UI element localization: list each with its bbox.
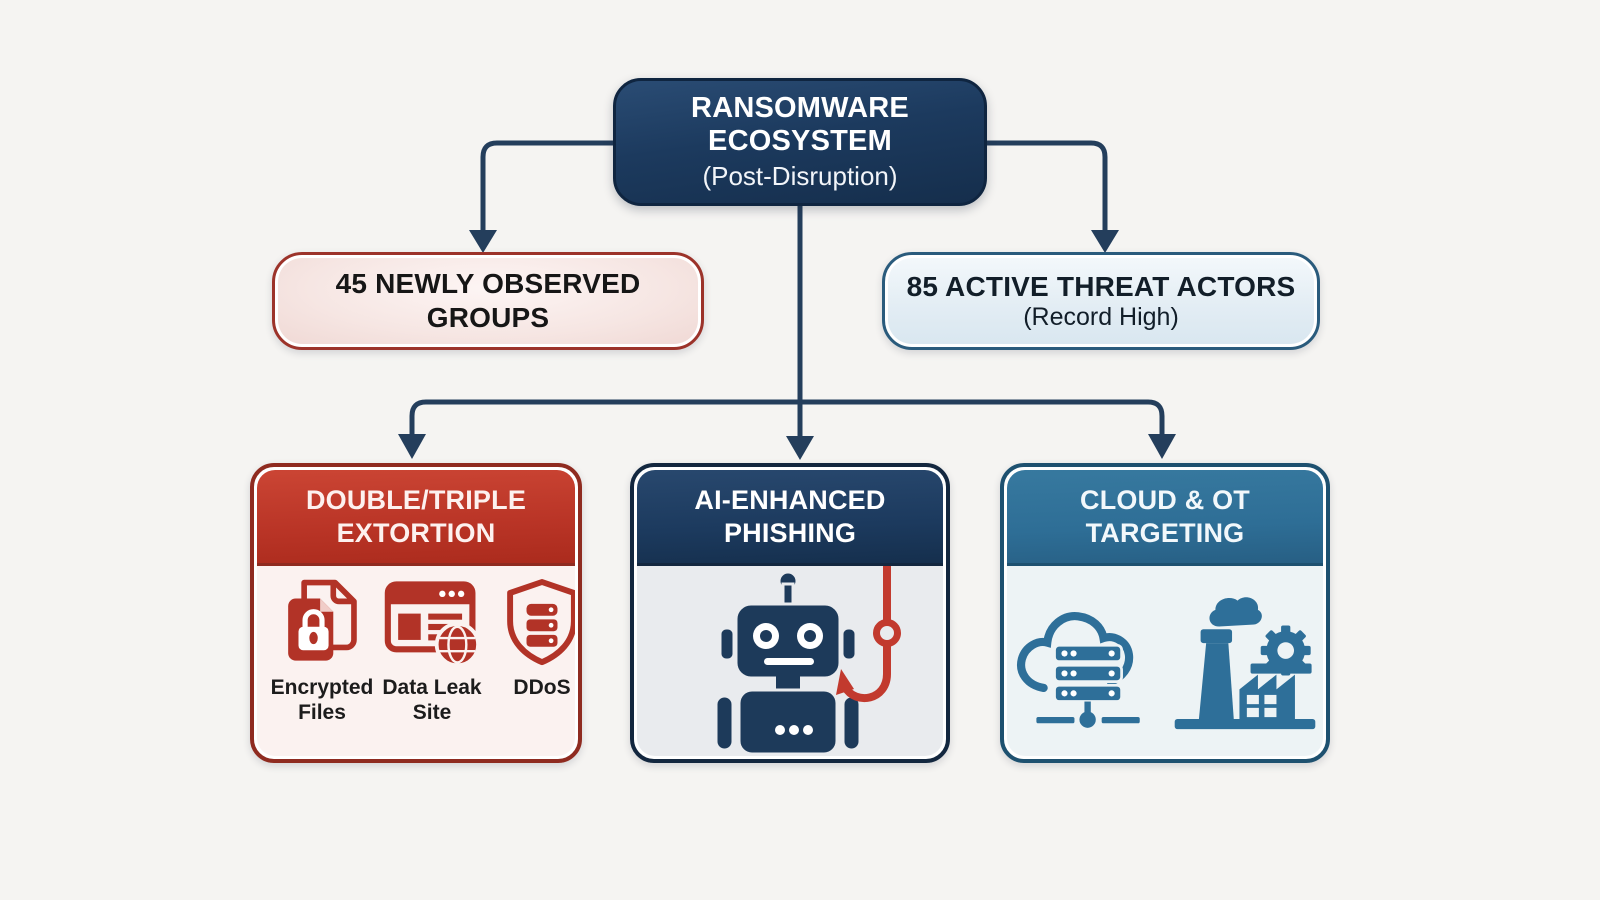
extortion-title-line2: EXTORTION — [336, 517, 496, 548]
actors-title-line2: (Record High) — [1023, 303, 1179, 332]
cloud-title-line2: TARGETING — [1085, 517, 1245, 548]
extortion-item-data-leak-site: Data Leak Site — [377, 576, 487, 725]
arrowhead-cloud — [1148, 434, 1176, 459]
node-double-triple-extortion: DOUBLE/TRIPLE EXTORTION Encrypted Files — [250, 463, 582, 763]
connector-branch-left — [409, 399, 803, 439]
factory-icon — [1174, 597, 1316, 730]
extortion-item-encrypted-files: Encrypted Files — [267, 576, 377, 725]
extortion-header: DOUBLE/TRIPLE EXTORTION — [257, 470, 575, 566]
extortion-title-line1: DOUBLE/TRIPLE — [305, 485, 527, 516]
extortion-body: Encrypted Files — [257, 566, 575, 756]
phishing-title-line1: AI-ENHANCED — [694, 485, 886, 516]
cloud-header: CLOUD & OT TARGETING — [1007, 470, 1323, 566]
data-leak-site-label: Data Leak Site — [382, 676, 482, 725]
connector-root-to-actors — [984, 140, 1108, 235]
arrowhead-groups — [469, 230, 497, 253]
arrowhead-phishing — [786, 436, 814, 460]
root-node-ransomware-ecosystem: RANSOMWARE ECOSYSTEM (Post-Disruption) — [613, 78, 987, 206]
data-leak-site-icon — [384, 581, 480, 668]
node-active-threat-actors: 85 ACTIVE THREAT ACTORS (Record High) — [882, 252, 1320, 350]
encrypted-files-icon — [288, 579, 357, 661]
extortion-item-ddos: DDoS — [487, 576, 575, 700]
root-title-line1: RANSOMWARE — [691, 92, 909, 125]
node-cloud-ot-targeting: CLOUD & OT TARGETING — [1000, 463, 1330, 763]
connector-branch-right — [797, 399, 1165, 439]
ddos-label: DDoS — [513, 676, 571, 699]
phishing-title-line2: PHISHING — [723, 517, 857, 548]
ddos-shield-icon — [507, 579, 575, 666]
cloud-body — [1007, 566, 1323, 756]
node-ai-enhanced-phishing: AI-ENHANCED PHISHING — [630, 463, 950, 763]
groups-title-line1: 45 NEWLY OBSERVED — [335, 268, 641, 300]
phishing-header: AI-ENHANCED PHISHING — [637, 470, 943, 566]
connector-root-to-groups — [480, 140, 616, 235]
groups-title-line2: GROUPS — [426, 302, 550, 333]
robot-icon — [714, 566, 901, 756]
arrowhead-extortion — [398, 434, 426, 459]
encrypted-files-label: Encrypted Files — [270, 676, 374, 725]
root-subtitle: (Post-Disruption) — [702, 160, 898, 191]
node-newly-observed-groups: 45 NEWLY OBSERVED GROUPS — [272, 252, 704, 350]
root-title-line2: ECOSYSTEM — [708, 125, 892, 158]
fishing-hook-icon — [836, 566, 901, 702]
actors-title-line1: 85 ACTIVE THREAT ACTORS — [906, 270, 1296, 302]
cloud-server-icon — [1017, 612, 1140, 728]
cloud-title-line1: CLOUD & OT — [1080, 485, 1250, 516]
phishing-body — [637, 566, 943, 756]
arrowhead-actors — [1091, 230, 1119, 253]
